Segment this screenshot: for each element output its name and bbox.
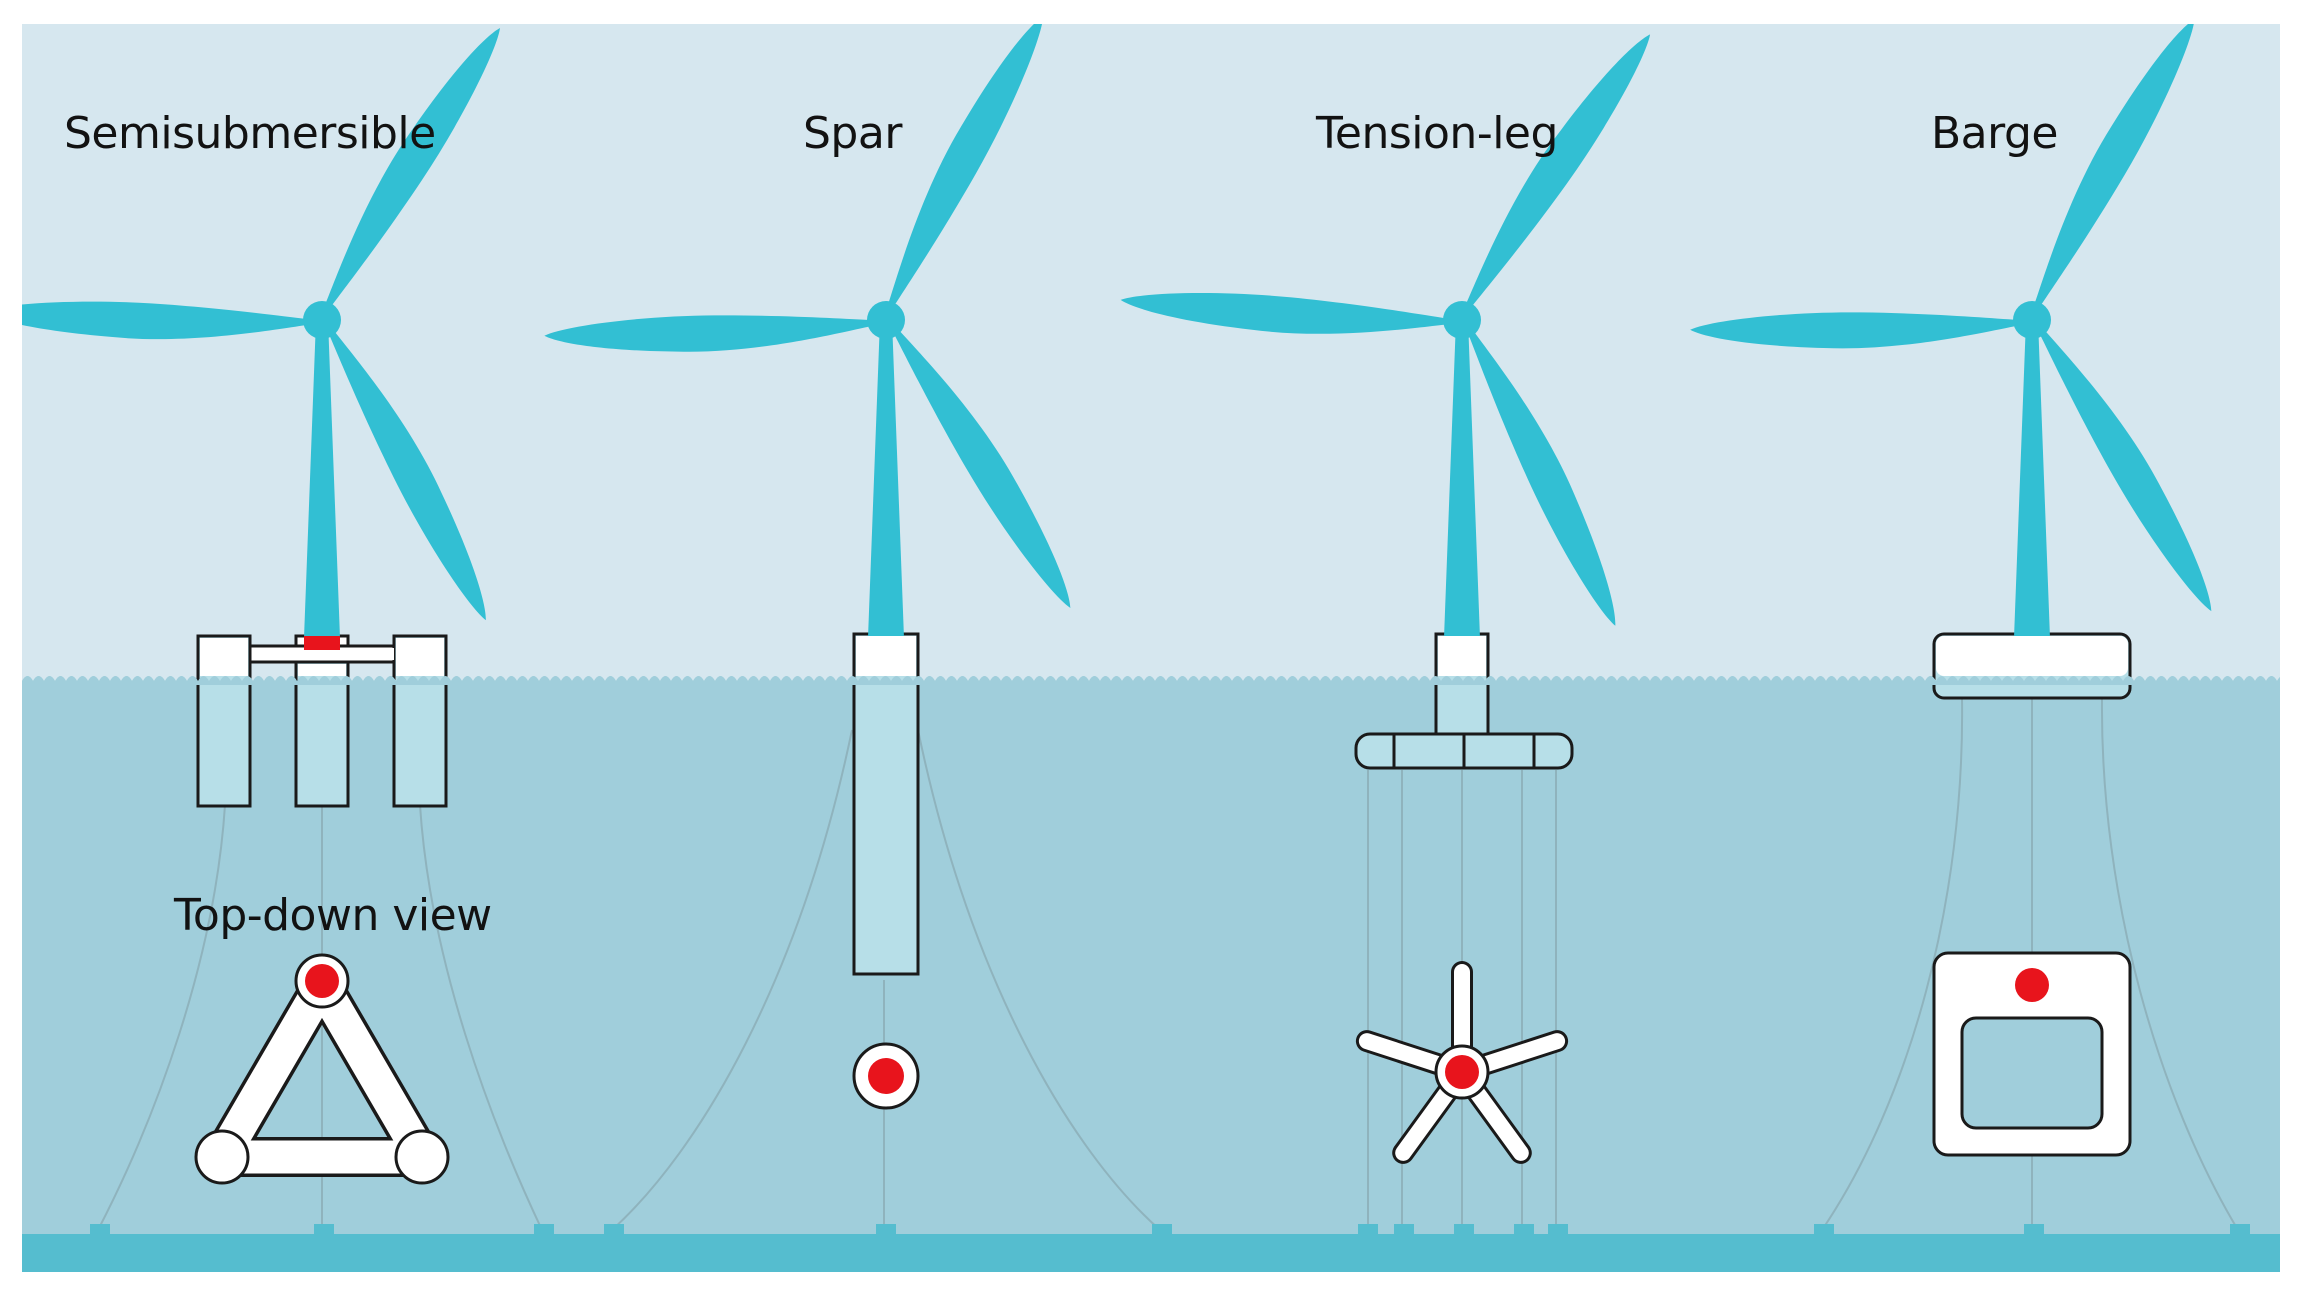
turbine-tower (2014, 320, 2050, 638)
turbine-tower (304, 320, 340, 638)
top-down-view-icon (194, 953, 450, 1185)
turbine-hub (1443, 301, 1481, 339)
turbine-hub (303, 301, 341, 339)
top-down-view-icon (1355, 961, 1569, 1164)
top-down-view-icon (1932, 951, 2132, 1157)
turbine-hub (867, 301, 905, 339)
spar-platform (544, 24, 1149, 976)
spar-label: Spar (803, 108, 903, 159)
turbine-transition-piece (304, 636, 340, 650)
top-down-view-icon (852, 1042, 920, 1110)
barge-label: Barge (1931, 108, 2058, 159)
wind-turbine-icon (22, 28, 575, 650)
turbine-tower (1444, 320, 1480, 638)
semisubmersible-label: Semisubmersible (64, 108, 436, 159)
top-down-view-label: Top-down view (173, 890, 492, 941)
spar-float (852, 632, 920, 976)
wave-line (22, 676, 2280, 685)
turbine-hub (2013, 301, 2051, 339)
waterline-highlights (200, 636, 2128, 676)
tlp-tower-marker (1445, 1055, 1479, 1089)
tension-leg-label: Tension-leg (1315, 108, 1558, 159)
sea (22, 676, 2280, 1272)
seabed (22, 1234, 2280, 1272)
turbine-tower (868, 320, 904, 638)
seabed-anchors (90, 1224, 2250, 1238)
